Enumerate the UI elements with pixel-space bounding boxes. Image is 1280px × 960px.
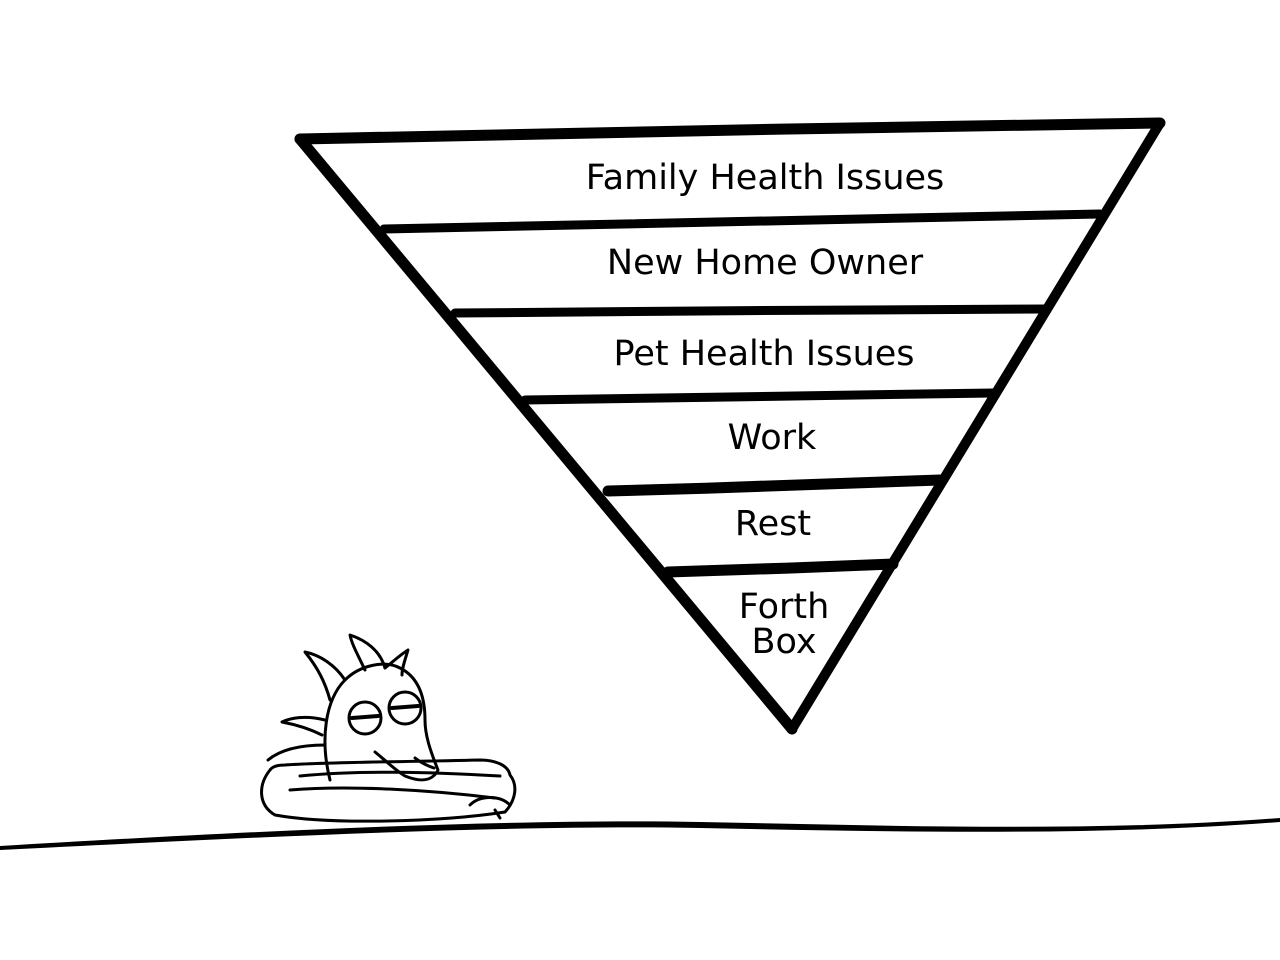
level-label-1: Family Health Issues	[585, 158, 945, 198]
level-label-6: Forth Box	[738, 587, 830, 662]
divider-2	[450, 304, 1050, 318]
sleepy-dragon-in-bed-icon	[260, 633, 517, 823]
dragon-head	[323, 662, 440, 782]
pyramid-left-edge	[294, 133, 798, 735]
pyramid-top-edge	[294, 117, 1166, 145]
divider-4	[602, 474, 946, 497]
pyramid-outline	[294, 117, 1166, 735]
level-dividers	[379, 209, 1105, 578]
ground-line	[0, 818, 1280, 850]
divider-1	[379, 209, 1105, 234]
level-label-5: Rest	[734, 504, 812, 544]
divider-5	[662, 558, 899, 578]
pyramid-right-edge	[787, 118, 1165, 734]
level-label-4: Work	[727, 418, 817, 458]
divider-3	[520, 388, 998, 405]
bed-icon	[260, 758, 517, 823]
level-label-3: Pet Health Issues	[613, 334, 915, 374]
level-label-2: New Home Owner	[606, 243, 924, 283]
